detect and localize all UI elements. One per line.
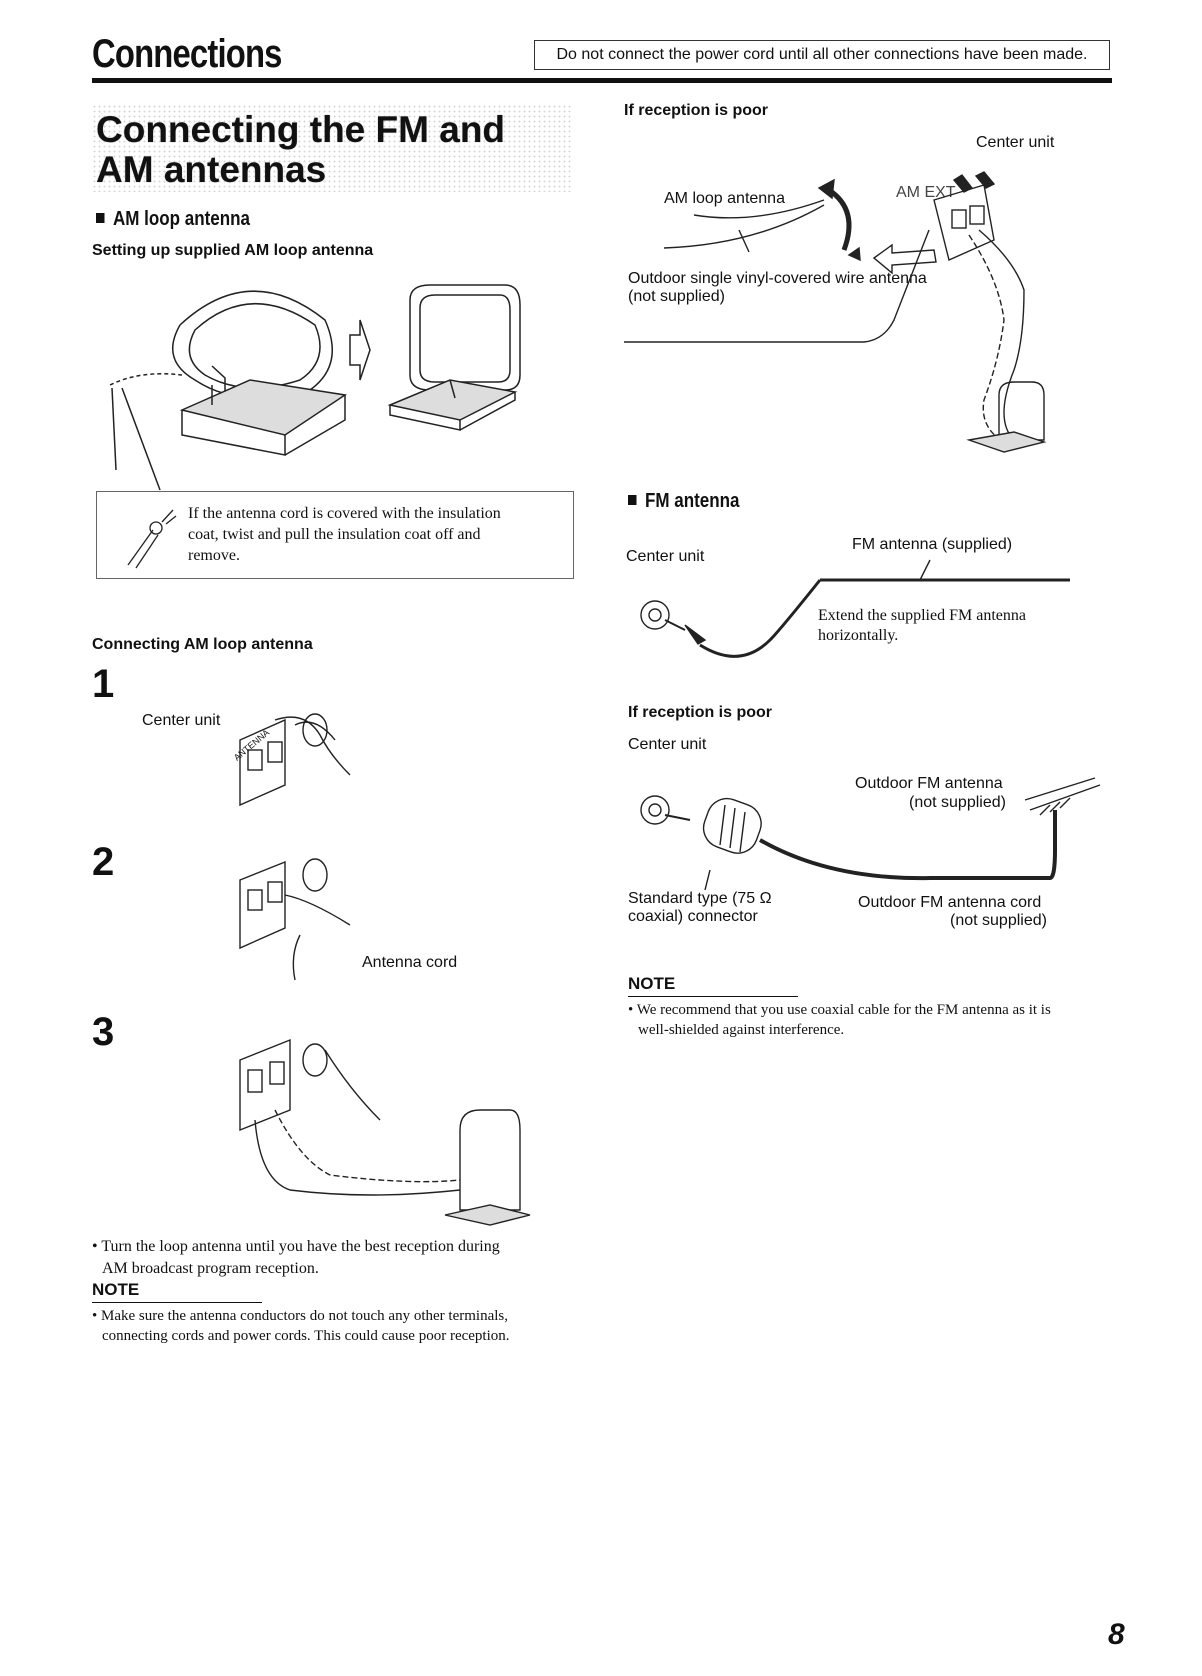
am-note-heading: NOTE	[92, 1280, 140, 1299]
fm-poor-center-unit: Center unit	[628, 736, 707, 753]
fm-antenna-heading: FM antenna	[628, 490, 739, 513]
step-1-number: 1	[92, 662, 115, 706]
step-1-terminal-illustration	[239, 713, 351, 807]
twisted-cord-icon	[127, 509, 177, 569]
outdoor-fm-connection-illustration	[640, 777, 1101, 891]
extend-antenna-text: Extend the supplied FM antenna horizonta…	[818, 607, 1026, 644]
am-note-text: • Make sure the antenna conductors do no…	[92, 1308, 510, 1344]
page-title: Connections	[92, 32, 282, 76]
am-poor-heading: If reception is poor	[624, 102, 769, 119]
am-ext-label: AM EXT	[896, 184, 956, 201]
coaxial-connector-label: Standard type (75 Ω coaxial) connector	[628, 890, 772, 925]
bullet-square-icon	[628, 495, 637, 505]
am-ext-connection-illustration	[624, 171, 1047, 453]
outdoor-fm-cord-label: Outdoor FM antenna cord (not supplied)	[858, 894, 1047, 929]
outdoor-fm-antenna-label: Outdoor FM antenna (not supplied)	[855, 775, 1006, 811]
fm-supplied-antenna-illustration	[640, 559, 1070, 658]
step-1-center-unit: Center unit	[142, 712, 221, 729]
power-cord-warning: Do not connect the power cord until all …	[534, 40, 1110, 70]
antenna-cord-label: Antenna cord	[362, 954, 458, 971]
section-title: Connecting the FM and AM antennas	[96, 110, 505, 190]
fm-note-text: • We recommend that you use coaxial cabl…	[628, 1002, 1051, 1038]
step-2-terminal-illustration	[239, 858, 351, 981]
fm-note-rule	[628, 996, 798, 997]
fm-antenna-supplied-label: FM antenna (supplied)	[852, 536, 1013, 553]
header-rule	[92, 78, 1112, 83]
insulation-note-box	[96, 491, 574, 579]
step-2-number: 2	[92, 840, 115, 884]
connect-heading: Connecting AM loop antenna	[92, 636, 313, 653]
step-3-number: 3	[92, 1010, 115, 1054]
fm-poor-heading: If reception is poor	[628, 704, 773, 721]
turn-antenna-tip: • Turn the loop antenna until you have t…	[92, 1238, 500, 1277]
fm-center-unit: Center unit	[626, 548, 705, 565]
section-title-line-1: Connecting the FM and	[96, 109, 506, 150]
setup-heading: Setting up supplied AM loop antenna	[92, 242, 374, 259]
am-loop-antenna-label: AM loop antenna	[664, 190, 785, 207]
section-title-line-2: AM antennas	[96, 149, 327, 190]
outdoor-wire-label: Outdoor single vinyl-covered wire antenn…	[628, 270, 927, 305]
step-3-connected-loop-illustration	[239, 1038, 531, 1226]
page-number: 8	[1108, 1618, 1125, 1651]
insulation-note-text: If the antenna cord is covered with the …	[188, 505, 501, 564]
am-loop-heading: AM loop antenna	[96, 208, 250, 231]
am-poor-center-unit: Center unit	[976, 134, 1055, 151]
bullet-square-icon	[96, 213, 105, 223]
am-note-rule	[92, 1302, 262, 1303]
loop-antenna-setup-illustration	[109, 284, 521, 491]
section-title-background	[92, 104, 572, 192]
fm-note-heading: NOTE	[628, 974, 676, 993]
